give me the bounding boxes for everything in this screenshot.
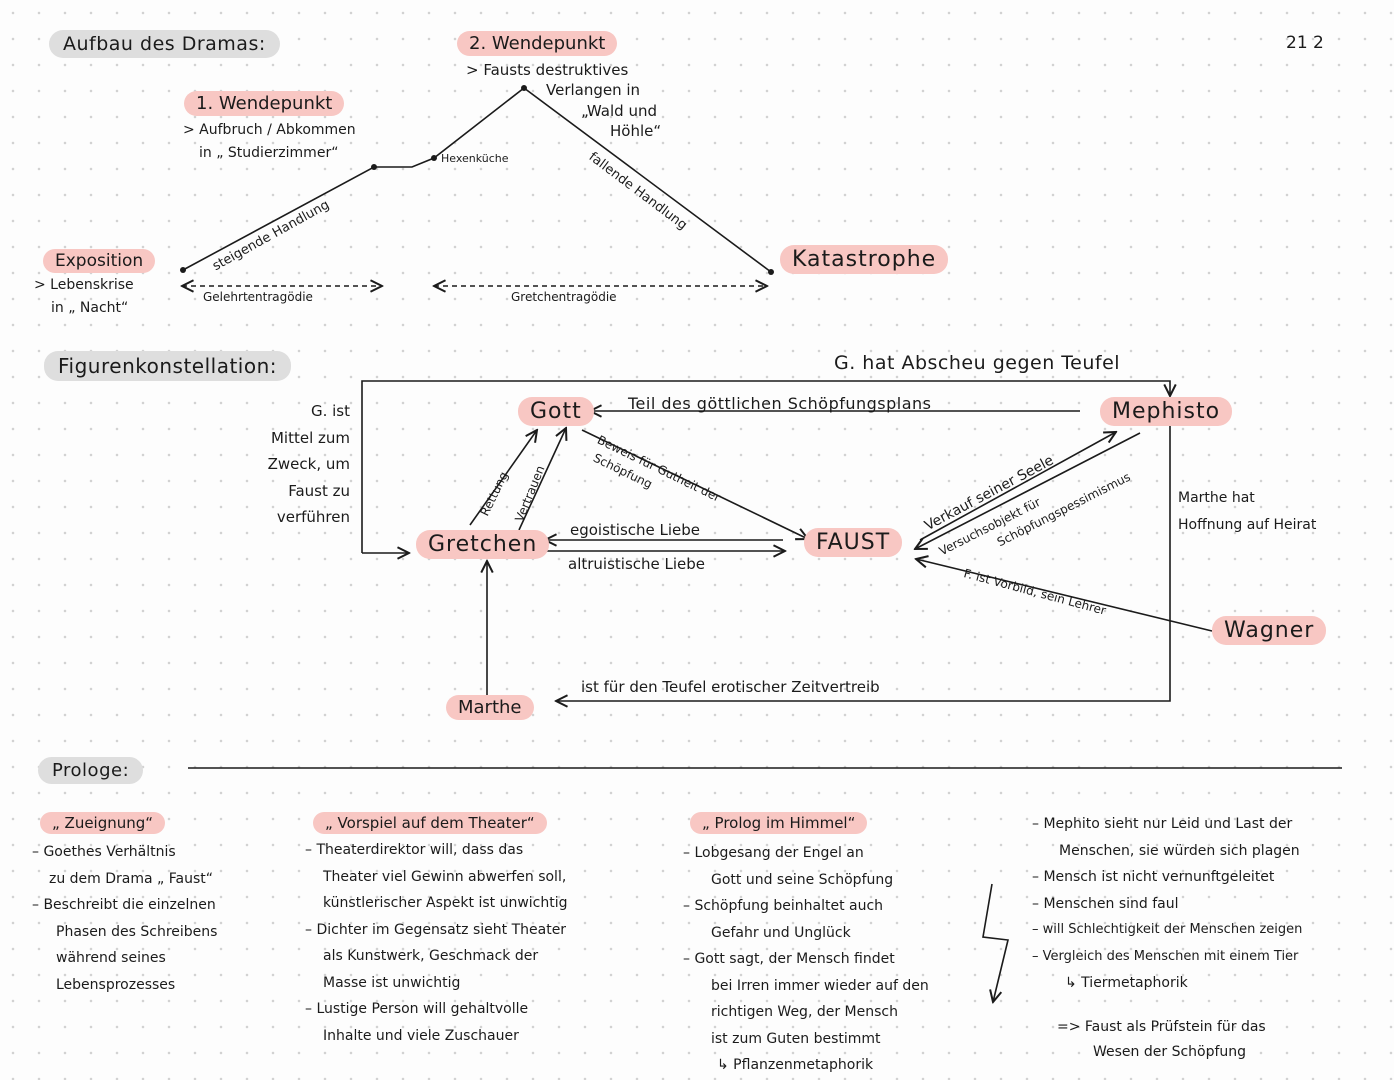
col1-line-6: Lebensprozesses [56,976,176,993]
col3-line-4: Gefahr und Unglück [711,924,851,941]
g-ist-line-2: Mittel zum [270,428,350,447]
page-number: 21 2 [1286,33,1324,53]
col2-line-4: – Dichter im Gegensatz sieht Theater [305,921,567,938]
col1-line-5: während seines [56,950,166,966]
katastrophe-label: Katastrophe [780,245,949,274]
lightning-arrow [982,883,1009,1002]
col3-line-2: Gott und seine Schöpfung [711,871,894,888]
col1-line-4: Phasen des Schreibens [56,923,218,940]
zeitvertreib-label: ist für den Teufel erotischer Zeitvertre… [581,678,880,696]
g-abscheu-label: G. hat Abscheu gegen Teufel [834,352,1121,374]
figuren-heading: Figurenkonstellation: [44,351,292,381]
exposition-line-2: in „ Nacht“ [51,300,129,316]
col3-block: – Lobgesang der Engel an Gott und seine … [683,840,929,1079]
col2-line-5: als Kunstwerk, Geschmack der [323,948,539,964]
hexenkueche-label: Hexenküche [441,152,509,165]
exposition-label: Exposition [43,249,156,273]
col3-line-3: – Schöpfung beinhaltet auch [683,898,884,914]
wende1-label: 1. Wendepunkt [184,91,345,116]
col4-line-3: – Mensch ist nicht vernunftgeleitet [1032,869,1275,885]
g-ist-line-5: verführen [276,508,350,526]
wende2-line-3: „Wald und [581,102,657,120]
col4-line-4: – Menschen sind faul [1032,895,1179,912]
egoistische-liebe-label: egoistische Liebe [570,521,701,539]
col1-block: – Goethes Verhältnis zu dem Drama „ Faus… [32,839,217,998]
g-ist-line-1: G. ist [310,402,350,420]
conclusion-line-1: => Faust als Prüfstein für das [1057,1019,1266,1035]
col2-block: – Theaterdirektor will, dass das Theater… [305,837,568,1049]
marthe-hoffnung-line-1: Marthe hat [1178,490,1255,506]
arrow-rettung [469,430,537,526]
wende2-label: 2. Wendepunkt [457,31,618,56]
col3-line-1: – Lobgesang der Engel an [683,845,864,861]
conclusion-line-2: Wesen der Schöpfung [1093,1044,1247,1060]
col3-line-7: richtigen Weg, der Mensch [711,1004,898,1020]
arrow-versuchsobjekt [915,432,1141,549]
node-gott: Gott [518,397,594,426]
gelehrtentragoedie-label: Gelehrtentragödie [203,290,313,304]
col4-line-2: Menschen, sie würden sich plagen [1059,842,1300,859]
col3-line-9: ↳ Pflanzenmetaphorik [717,1057,874,1073]
col4-line-5: – will Schlechtigkeit der Menschen zeige… [1032,922,1303,937]
exposition-line-1: > Lebenskrise [34,277,134,293]
col3-line-6: bei Irren immer wieder auf den [711,977,929,994]
col4-line-1: – Mephito sieht nur Leid und Last der [1032,816,1293,832]
altruistische-liebe-label: altruistische Liebe [568,555,706,573]
drama-heading: Aufbau des Dramas: [49,30,280,58]
col2-line-3: künstlerischer Aspekt ist unwichtig [323,895,568,911]
wende2-line-4: Höhle“ [610,122,662,140]
col2-line-2: Theater viel Gewinn abwerfen soll, [323,868,567,885]
g-ist-line-3: Zweck, um [267,455,350,473]
col2-line-7: – Lustige Person will gehaltvolle [305,1001,529,1017]
col2-line-8: Inhalte und viele Zuschauer [323,1027,519,1044]
col1-line-2: zu dem Drama „ Faust“ [49,870,214,887]
arrow-abscheu [361,380,1170,553]
col2-line-1: – Theaterdirektor will, dass das [305,842,524,858]
drama-curve [182,86,772,273]
arrow-vertrauen [518,428,566,531]
prologe-heading: Prologe: [38,757,144,784]
arrow-beweis [581,429,808,539]
col2-title: „ Vorspiel auf dem Theater“ [313,812,547,834]
arrow-zeitvertreib [556,426,1171,701]
teil-label: Teil des göttlichen Schöpfungsplans [628,394,932,413]
col1-title: „ Zueignung“ [40,812,166,834]
g-ist-mittel-block: G. ist Mittel zum Zweck, um Faust zu ver… [240,398,350,531]
wende1-line-2: in „ Studierzimmer“ [199,145,339,161]
col4-block: – Mephito sieht nur Leid und Last der Me… [1032,811,1302,997]
wende1-line-1: > Aufbruch / Abkommen [183,122,356,138]
col3-line-8: ist zum Guten bestimmt [711,1030,881,1047]
node-faust: FAUST [804,528,903,557]
gretchentragoedie-label: Gretchentragödie [511,290,617,304]
marthe-hoffnung-line-2: Hoffnung auf Heirat [1178,517,1317,533]
wende2-line-1: > Fausts destruktives [466,61,629,79]
col4-line-7: ↳ Tiermetaphorik [1065,975,1188,991]
col4-line-6: – Vergleich des Menschen mit einem Tier [1032,948,1299,964]
node-gretchen: Gretchen [416,530,550,559]
node-mephisto: Mephisto [1100,397,1233,426]
arrow-verkauf [919,432,1116,541]
node-marthe: Marthe [446,695,534,720]
col2-line-6: Masse ist unwichtig [323,974,461,991]
node-wagner: Wagner [1212,616,1327,645]
g-ist-line-4: Faust zu [288,481,350,500]
col3-title: „ Prolog im Himmel“ [690,812,868,834]
col3-line-5: – Gott sagt, der Mensch findet [683,951,895,967]
col1-line-3: – Beschreibt die einzelnen [32,897,216,913]
col1-line-1: – Goethes Verhältnis [32,844,176,860]
arrow-vorbild [916,559,1213,632]
wende2-line-2: Verlangen in [546,81,641,99]
